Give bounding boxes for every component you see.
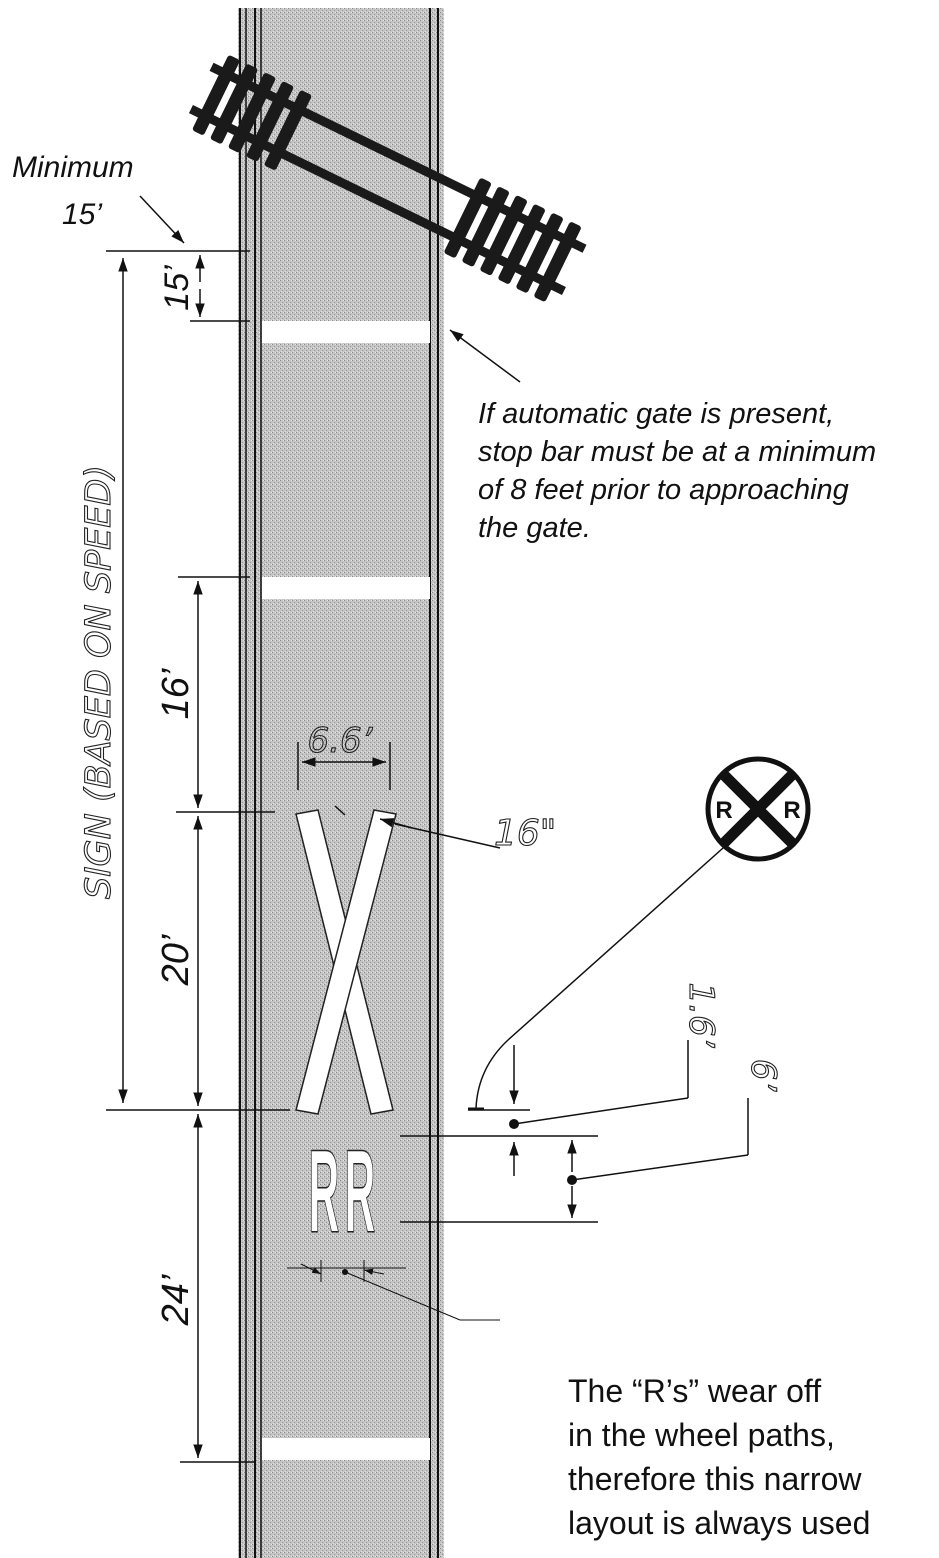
sign-letter-left: R xyxy=(715,797,732,824)
minimum-label: Minimum xyxy=(12,151,134,184)
gate-note-line-3: of 8 feet prior to approaching xyxy=(478,474,849,506)
rs-note-line-2: in the wheel paths, xyxy=(568,1417,835,1453)
sign-letter-right: R xyxy=(783,797,800,824)
pavement-surface xyxy=(238,8,444,1558)
dim-16in-label: 16" xyxy=(494,813,556,854)
roadway xyxy=(238,8,444,1558)
dim-15-label: 15’ xyxy=(158,265,196,311)
x-marking xyxy=(295,809,397,1115)
rs-note-line-4: layout is always used xyxy=(568,1505,870,1541)
bar-bottom xyxy=(262,1438,430,1460)
gate-note-line-2: stop bar must be at a minimum xyxy=(478,436,876,468)
rs-note-line-3: therefore this narrow xyxy=(568,1461,862,1497)
dimension-lines xyxy=(106,250,749,1463)
minimum-value: 15’ xyxy=(62,198,103,231)
labels: Minimum 15’ SIGN (BASED ON SPEED) 15’ 16… xyxy=(12,151,876,1541)
bar-middle xyxy=(262,577,430,599)
gate-leader xyxy=(449,329,521,383)
dim-1-6-label: 1.6’ xyxy=(681,983,721,1049)
railroad-warning-sign: R R xyxy=(705,756,811,862)
railroad-track xyxy=(188,55,587,302)
gate-note-line-4: the gate. xyxy=(478,512,591,544)
rs-note-line-1: The “R’s” wear off xyxy=(568,1373,821,1409)
dim-6-label: 6’ xyxy=(743,1059,783,1093)
pavement-letter-right: R xyxy=(345,1126,376,1258)
dim-20-label: 20’ xyxy=(155,934,197,986)
dimension-dots xyxy=(342,1119,577,1275)
leader-arrows xyxy=(139,195,733,1111)
minimum-leader xyxy=(139,195,185,244)
gate-note-line-1: If automatic gate is present, xyxy=(478,398,834,430)
stop-bar xyxy=(262,321,430,343)
sign-leader xyxy=(475,839,733,1109)
rs-note: The “R’s” wear off in the wheel paths, t… xyxy=(568,1373,870,1541)
dim-6-6-label: 6.6’ xyxy=(308,721,374,761)
dim-24-label: 24’ xyxy=(155,1274,197,1326)
pavement-letter-left: R xyxy=(309,1126,340,1258)
dim-16-label: 16’ xyxy=(155,668,197,719)
rr-pavement-letters: R R xyxy=(308,1125,376,1258)
transverse-bars xyxy=(262,321,430,1460)
gate-note: If automatic gate is present, stop bar m… xyxy=(478,398,876,544)
sign-based-on-speed-label: SIGN (BASED ON SPEED) xyxy=(79,465,119,899)
track-rails xyxy=(188,62,587,296)
